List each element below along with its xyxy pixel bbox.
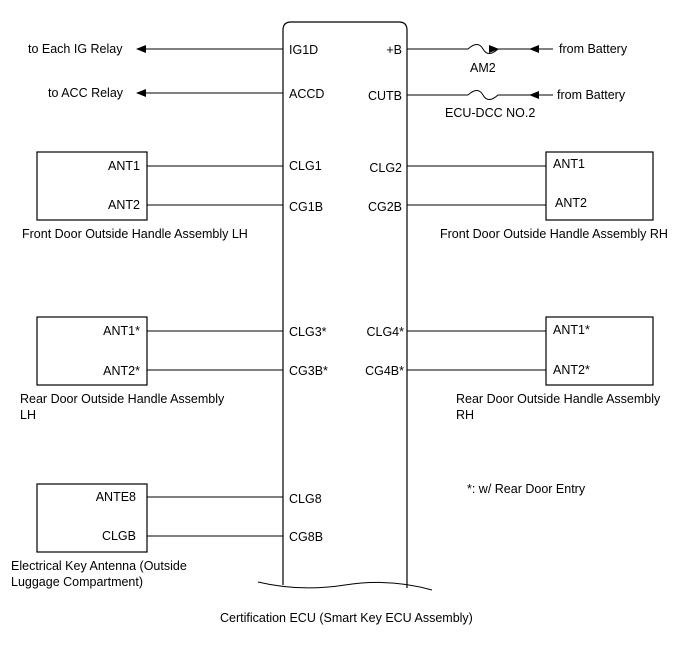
ecu-name-label: Certification ECU (Smart Key ECU Assembl… [220,611,473,625]
ecu-pin-accd: ACCD [289,87,324,101]
luggage-antenna-box [36,483,148,553]
rear-rh-pin-ant2: ANT2* [553,363,590,377]
label-from-battery-1: from Battery [559,42,628,56]
label-fuse-ecu-dcc: ECU-DCC NO.2 [445,106,535,120]
front-door-rh-box [545,151,654,221]
rear-door-lh-box [36,316,148,386]
front-door-lh-box [36,151,148,221]
rear-rh-pin-ant1: ANT1* [553,323,590,337]
fuse-ecu-dcc-symbol [467,90,499,100]
ecu-pin-cg2b: CG2B [368,200,402,214]
front-rh-pin-ant2: ANT2 [555,196,587,210]
label-front-door-lh: Front Door Outside Handle Assembly LH [22,227,248,241]
ecu-pin-clg3: CLG3* [289,325,327,339]
ecu-pin-plus-b: +B [386,43,402,57]
label-to-ig-relay: to Each IG Relay [28,42,123,56]
ecu-pin-cg3b: CG3B* [289,364,328,378]
ecu-pin-cg8b: CG8B [289,530,323,544]
ecu-break-line [257,581,433,591]
ecu-pin-cg4b: CG4B* [365,364,404,378]
ecu-pin-clg4: CLG4* [366,325,404,339]
label-rear-door-rh-line1: Rear Door Outside Handle Assembly [456,392,661,406]
label-rear-door-lh-line2: LH [20,408,36,422]
front-lh-pin-ant1: ANT1 [108,159,140,173]
label-from-battery-2: from Battery [557,88,626,102]
luggage-pin-ante8: ANTE8 [96,490,136,504]
rear-door-rh-box [545,316,654,386]
label-luggage-antenna-line1: Electrical Key Antenna (Outside [11,559,187,573]
ecu-pin-clg2: CLG2 [369,161,402,175]
ecu-pin-cutb: CUTB [368,89,402,103]
front-rh-pin-ant1: ANT1 [553,157,585,171]
label-fuse-am2: AM2 [470,61,496,75]
ecu-pin-cg1b: CG1B [289,200,323,214]
luggage-pin-clgb: CLGB [102,529,136,543]
label-front-door-rh: Front Door Outside Handle Assembly RH [440,227,668,241]
fuse-am2-symbol [467,44,499,54]
label-rear-door-lh-line1: Rear Door Outside Handle Assembly [20,392,225,406]
ecu-pin-clg8: CLG8 [289,492,322,506]
label-luggage-antenna-line2: Luggage Compartment) [11,575,143,589]
label-rear-door-rh-line2: RH [456,408,474,422]
label-to-acc-relay: to ACC Relay [48,86,124,100]
ecu-pin-clg1: CLG1 [289,159,322,173]
front-lh-pin-ant2: ANT2 [108,198,140,212]
rear-lh-pin-ant1: ANT1* [103,324,140,338]
ecu-pin-ig1d: IG1D [289,43,318,57]
ecu-body [282,21,408,588]
rear-lh-pin-ant2: ANT2* [103,364,140,378]
footnote-rear-door-entry: *: w/ Rear Door Entry [467,482,586,496]
